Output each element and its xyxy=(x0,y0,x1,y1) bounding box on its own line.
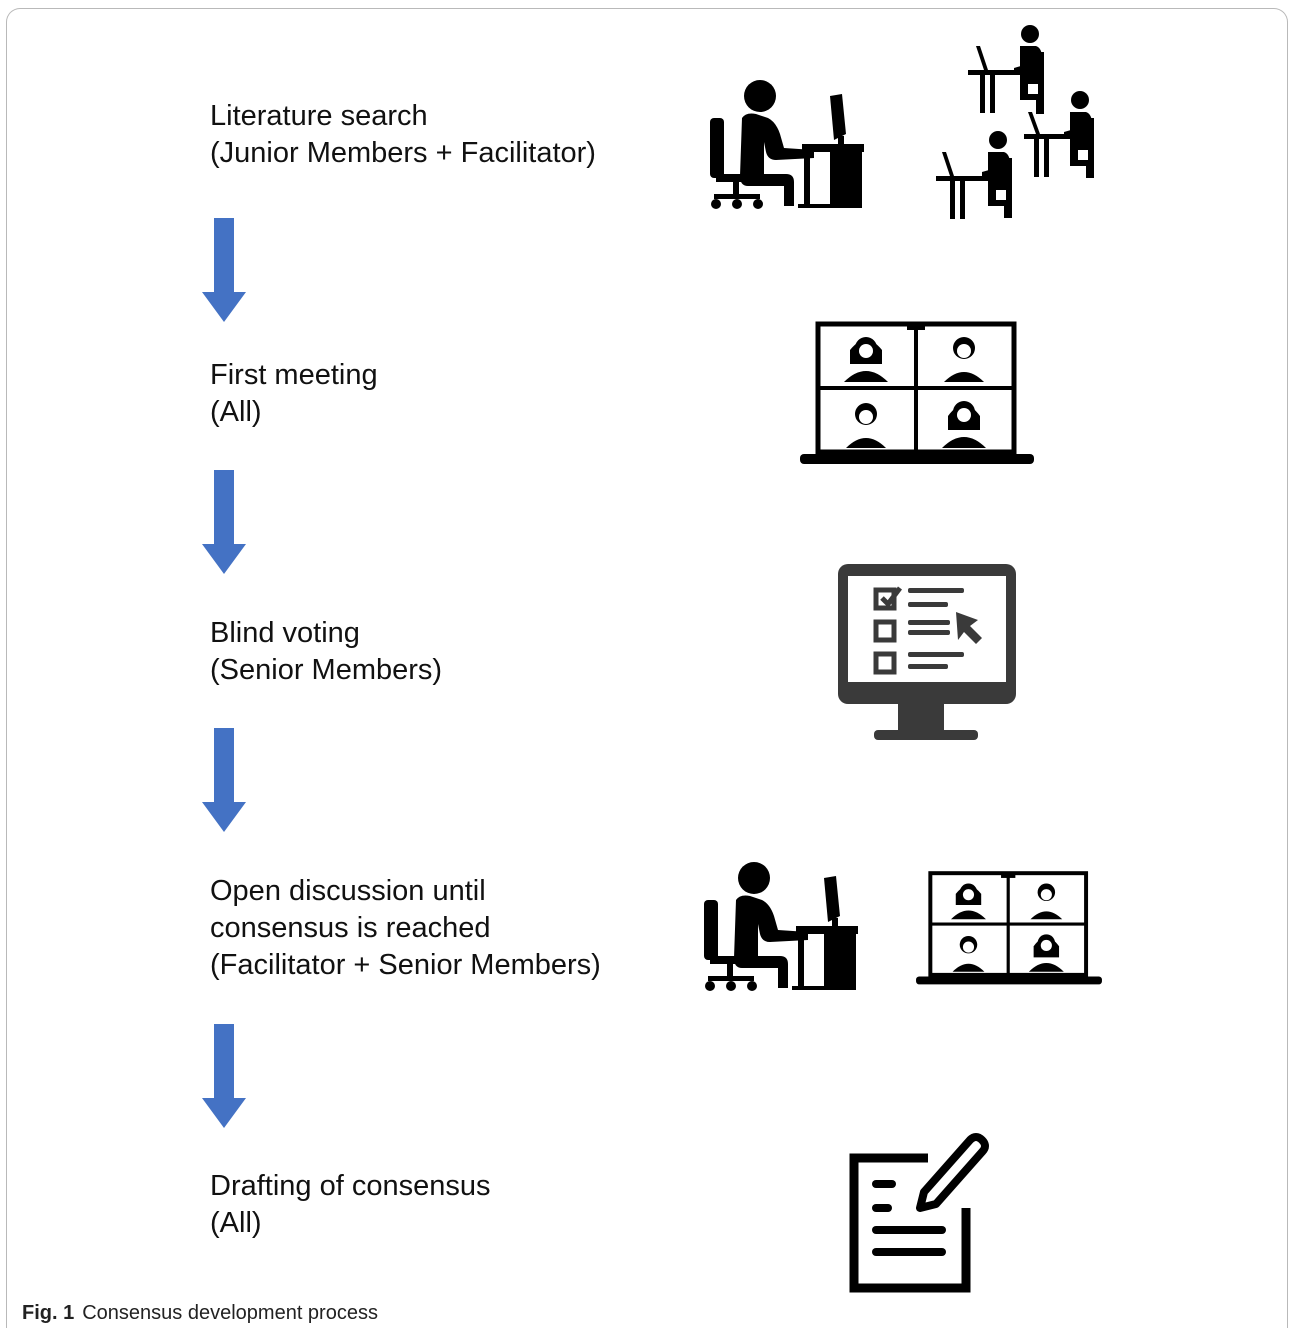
step-first-meeting: First meeting (All) xyxy=(210,357,378,431)
person-at-desk-icon xyxy=(704,862,858,991)
step-title: Drafting of consensus xyxy=(210,1170,491,1202)
video-conference-laptop-icon xyxy=(800,321,1034,464)
group-at-desks-icon xyxy=(936,25,1094,219)
document-edit-icon xyxy=(849,1133,989,1293)
down-arrow-icon xyxy=(202,470,246,574)
down-arrow-icon xyxy=(202,218,246,322)
step-drafting: Drafting of consensus (All) xyxy=(210,1168,490,1242)
step-title: Open discussion until xyxy=(210,875,486,907)
video-conference-laptop-icon xyxy=(916,871,1102,985)
step-participants: (All) xyxy=(210,1207,262,1239)
online-voting-monitor-icon xyxy=(838,564,1016,740)
down-arrow-icon xyxy=(202,1024,246,1128)
step-open-discussion: Open discussion until consensus is reach… xyxy=(210,873,601,984)
step-blind-voting: Blind voting (Senior Members) xyxy=(210,615,442,689)
step-participants: (Facilitator + Senior Members) xyxy=(210,949,601,981)
person-at-desk-icon xyxy=(710,80,864,209)
step-participants: (Junior Members + Facilitator) xyxy=(210,137,596,169)
figure-label: Fig. 1 xyxy=(22,1302,75,1324)
step-title: Blind voting xyxy=(210,617,360,649)
step-title: First meeting xyxy=(210,359,378,391)
figure-caption-text: Consensus development process xyxy=(82,1302,378,1324)
figure-caption: Fig. 1 Consensus development process xyxy=(22,1302,378,1325)
step-participants: (Senior Members) xyxy=(210,654,443,686)
down-arrow-icon xyxy=(202,728,246,832)
step-title: Literature search xyxy=(210,100,428,132)
step-participants: (All) xyxy=(210,396,262,428)
step-title-cont: consensus is reached xyxy=(210,912,491,944)
step-literature-search: Literature search (Junior Members + Faci… xyxy=(210,98,596,172)
figure-frame xyxy=(6,8,1288,1328)
